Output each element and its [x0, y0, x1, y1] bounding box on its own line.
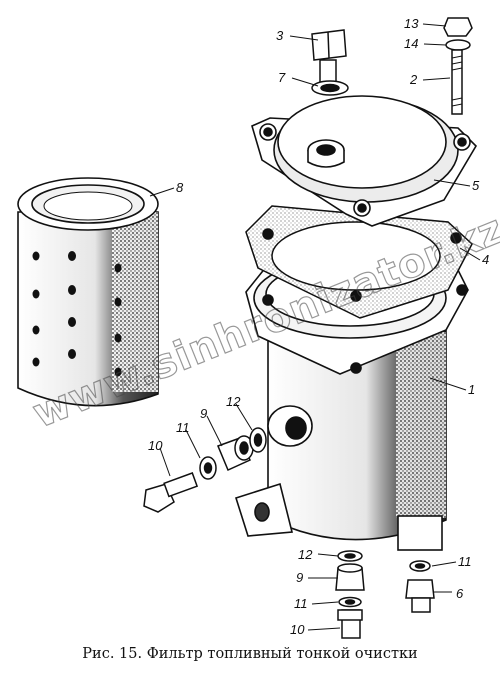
bolt-top — [311, 29, 349, 96]
callout-5: 5 — [472, 178, 480, 193]
callout-11-plug: 11 — [458, 554, 472, 569]
drain-plug — [405, 560, 435, 613]
callout-11-side: 11 — [176, 420, 190, 435]
gasket — [245, 205, 473, 319]
callout-12-bottom: 12 — [298, 547, 313, 562]
leader-lines — [149, 23, 481, 631]
callout-9-side: 9 — [200, 406, 207, 421]
callout-9-bottom: 9 — [296, 570, 303, 585]
callout-11-bottom: 11 — [294, 596, 308, 611]
callout-1: 1 — [468, 382, 475, 397]
callout-10-side: 10 — [148, 438, 163, 453]
filter-element — [17, 177, 159, 407]
callout-12-side: 12 — [226, 394, 241, 409]
callout-6: 6 — [456, 586, 464, 601]
filter-cover — [251, 95, 478, 227]
side-fitting — [143, 427, 267, 513]
callout-8: 8 — [176, 180, 184, 195]
callout-10-bottom: 10 — [290, 622, 305, 637]
callout-13: 13 — [404, 16, 419, 31]
callout-7: 7 — [278, 70, 286, 85]
callout-labels: 3 7 13 14 2 5 4 1 8 11 9 12 10 12 9 11 1… — [148, 16, 489, 637]
stud-assembly — [443, 17, 473, 115]
callout-4: 4 — [482, 252, 489, 267]
figure-caption: Рис. 15. Фильтр топливный тонкой очистки — [82, 646, 418, 662]
bottom-fitting — [335, 550, 365, 639]
callout-14: 14 — [404, 36, 418, 51]
callout-3: 3 — [276, 28, 284, 43]
callout-2: 2 — [409, 72, 418, 87]
